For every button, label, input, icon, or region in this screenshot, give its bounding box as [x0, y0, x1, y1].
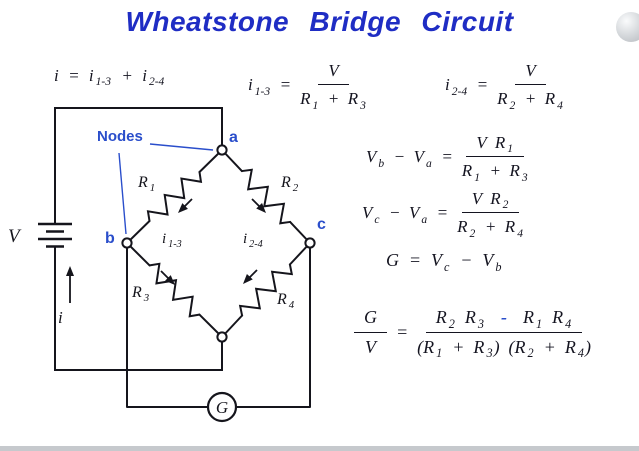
battery-current-arrow-icon: [66, 266, 74, 276]
current-arrows: [66, 198, 269, 303]
equation-gv-lhs-denominator: V: [365, 336, 376, 357]
current-arrow-a-c-icon: [256, 202, 269, 216]
equation-gv-lhs-fraction: G V: [354, 306, 387, 358]
equation-i13-numerator: V: [318, 60, 349, 86]
current-arrow-c-d-icon: [240, 273, 253, 287]
node-c-circle: [304, 237, 316, 249]
node-c-label: c: [317, 216, 326, 233]
equation-i24-numerator: V: [515, 60, 546, 86]
node-b-label: b: [105, 230, 115, 247]
current-arrow-b-d-icon: [165, 275, 178, 288]
corner-logo-icon: [616, 12, 639, 42]
nodes-callout-lines: [118, 143, 214, 235]
node-a-label: a: [229, 129, 238, 146]
equation-gv-lhs-numerator: G: [354, 306, 387, 333]
equation-gv-equals: =: [396, 321, 409, 342]
resistor-r4-symbol: [235, 257, 297, 323]
battery-symbol: [38, 222, 72, 248]
nodes-callout-label: Nodes: [97, 128, 143, 145]
page-title: Wheatstone Bridge Circuit: [125, 6, 514, 37]
battery-current-label: i: [58, 308, 63, 327]
node-d-circle: [216, 331, 228, 343]
resistor-r3-symbol: [142, 258, 207, 322]
galvanometer-label: G: [215, 398, 229, 417]
equation-gv-minus-sign: -: [501, 307, 508, 327]
node-b-circle: [121, 237, 133, 249]
current-arrow-a-b-icon: [175, 203, 188, 216]
battery-voltage-label: V: [8, 226, 20, 247]
bottom-border: [0, 446, 639, 451]
node-a-circle: [216, 144, 228, 156]
circuit-wires: [54, 107, 311, 408]
